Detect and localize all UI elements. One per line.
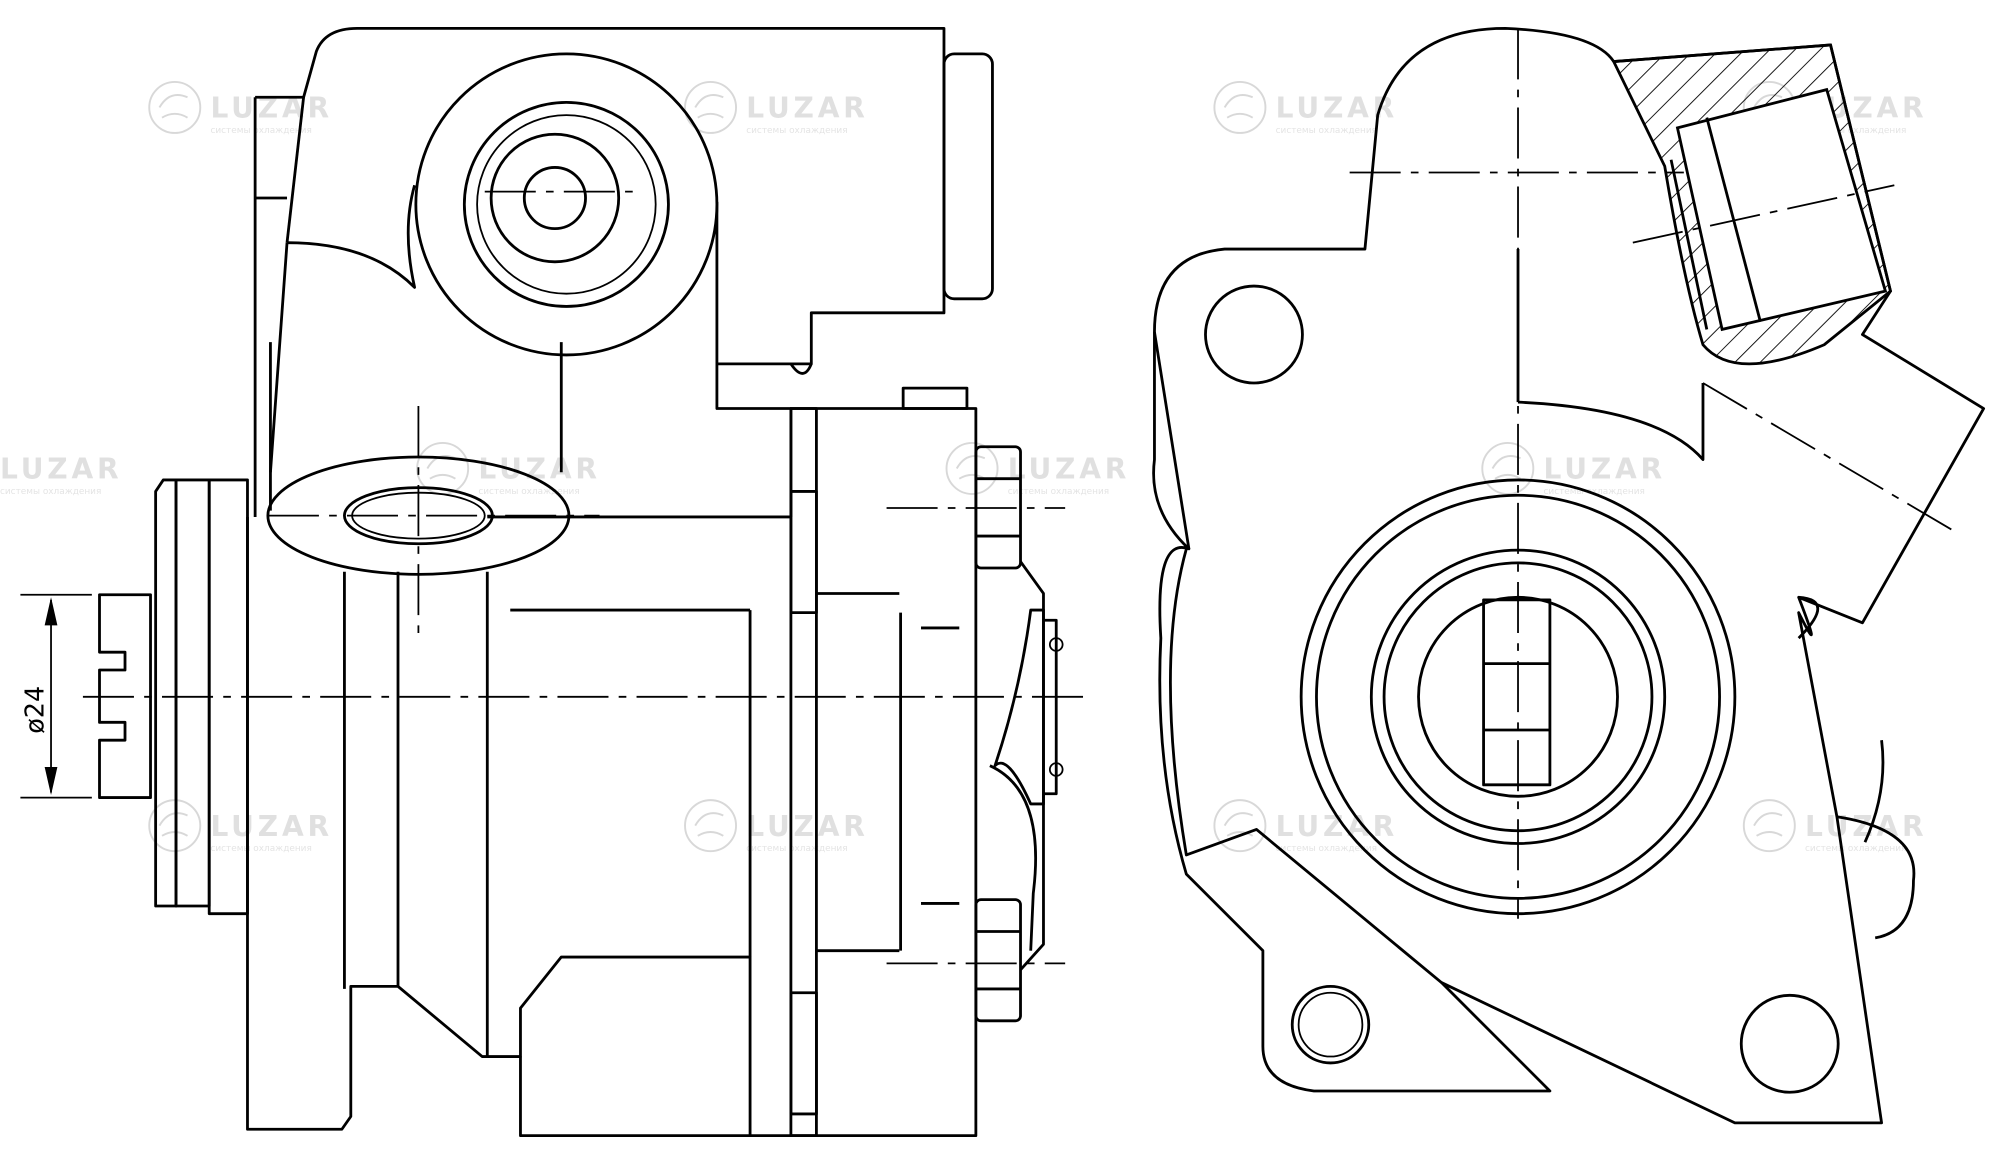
shaft-end xyxy=(98,593,152,799)
pulley-flange xyxy=(154,478,178,908)
watermark-layer xyxy=(0,80,1929,856)
front-view xyxy=(1152,26,1986,1125)
side-view: ø24 xyxy=(20,26,1085,1138)
dimension-diameter-label: ø24 xyxy=(20,686,50,734)
